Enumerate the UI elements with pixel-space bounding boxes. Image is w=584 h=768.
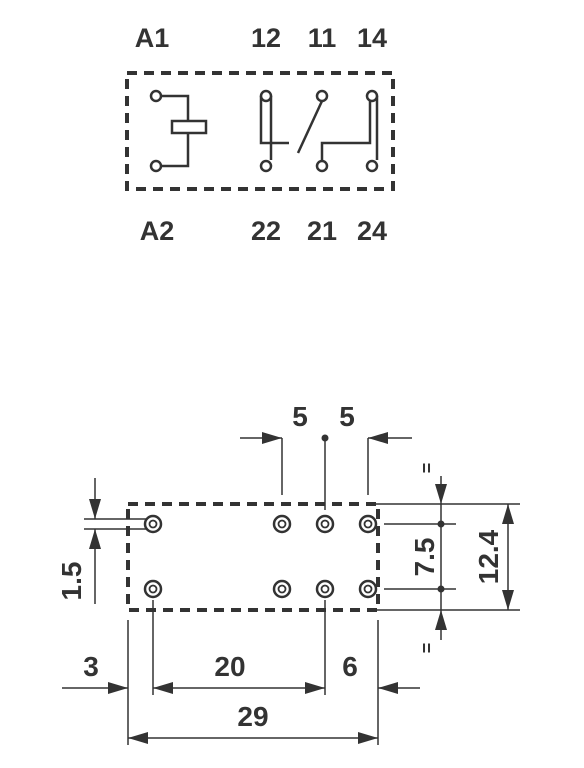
pin-21 — [315, 159, 329, 173]
dim-edge-right: 6 — [342, 651, 358, 682]
pin-14 — [365, 89, 379, 103]
pcb-footprint: 5 5 1.5 = = 7.5 — [56, 401, 520, 745]
dim-edge-left: 3 — [83, 651, 99, 682]
length-dimension: 3 20 6 29 — [62, 600, 420, 745]
terminal-label-24: 24 — [357, 216, 387, 246]
hole — [358, 514, 378, 534]
pitch-dimension: 5 5 — [240, 401, 412, 510]
hole — [315, 514, 335, 534]
contact-symbol — [259, 89, 379, 173]
coil-symbol — [149, 89, 208, 173]
pin-a2 — [149, 159, 163, 173]
terminal-label-a2: A2 — [140, 216, 175, 246]
terminal-label-21: 21 — [307, 216, 337, 246]
terminal-label-11: 11 — [308, 23, 337, 53]
dim-row-spacing: 7.5 — [409, 538, 440, 577]
schematic-housing — [125, 71, 395, 191]
pin-a1 — [149, 89, 163, 103]
pin-11 — [315, 89, 329, 103]
hole — [143, 514, 163, 534]
terminal-label-14: 14 — [357, 23, 387, 53]
terminal-label-a1: A1 — [135, 23, 170, 53]
hole — [315, 579, 335, 599]
equal-mark-top: = — [417, 463, 437, 474]
dim-length: 29 — [237, 701, 268, 732]
relay-schematic: A1 12 11 14 A2 22 21 24 — [125, 23, 395, 246]
height-dimension: = = 7.5 12.4 — [376, 463, 520, 654]
pin-12 — [259, 89, 273, 103]
dim-span-mid: 20 — [214, 651, 245, 682]
terminal-label-22: 22 — [251, 216, 281, 246]
dim-pitch-left: 5 — [292, 401, 308, 432]
hole — [272, 514, 292, 534]
hole — [272, 579, 292, 599]
pin-22 — [259, 159, 273, 173]
footprint-outline — [126, 502, 380, 612]
dim-pin-offset: 1.5 — [56, 562, 87, 601]
pcb-holes — [143, 514, 378, 599]
dim-height: 12.4 — [473, 529, 504, 584]
offset-dimension: 1.5 — [56, 478, 147, 604]
equal-mark-bottom: = — [417, 643, 437, 654]
hole — [358, 579, 378, 599]
hole — [143, 579, 163, 599]
pin-24 — [365, 159, 379, 173]
dim-pitch-right: 5 — [339, 401, 355, 432]
terminal-label-12: 12 — [251, 23, 281, 53]
